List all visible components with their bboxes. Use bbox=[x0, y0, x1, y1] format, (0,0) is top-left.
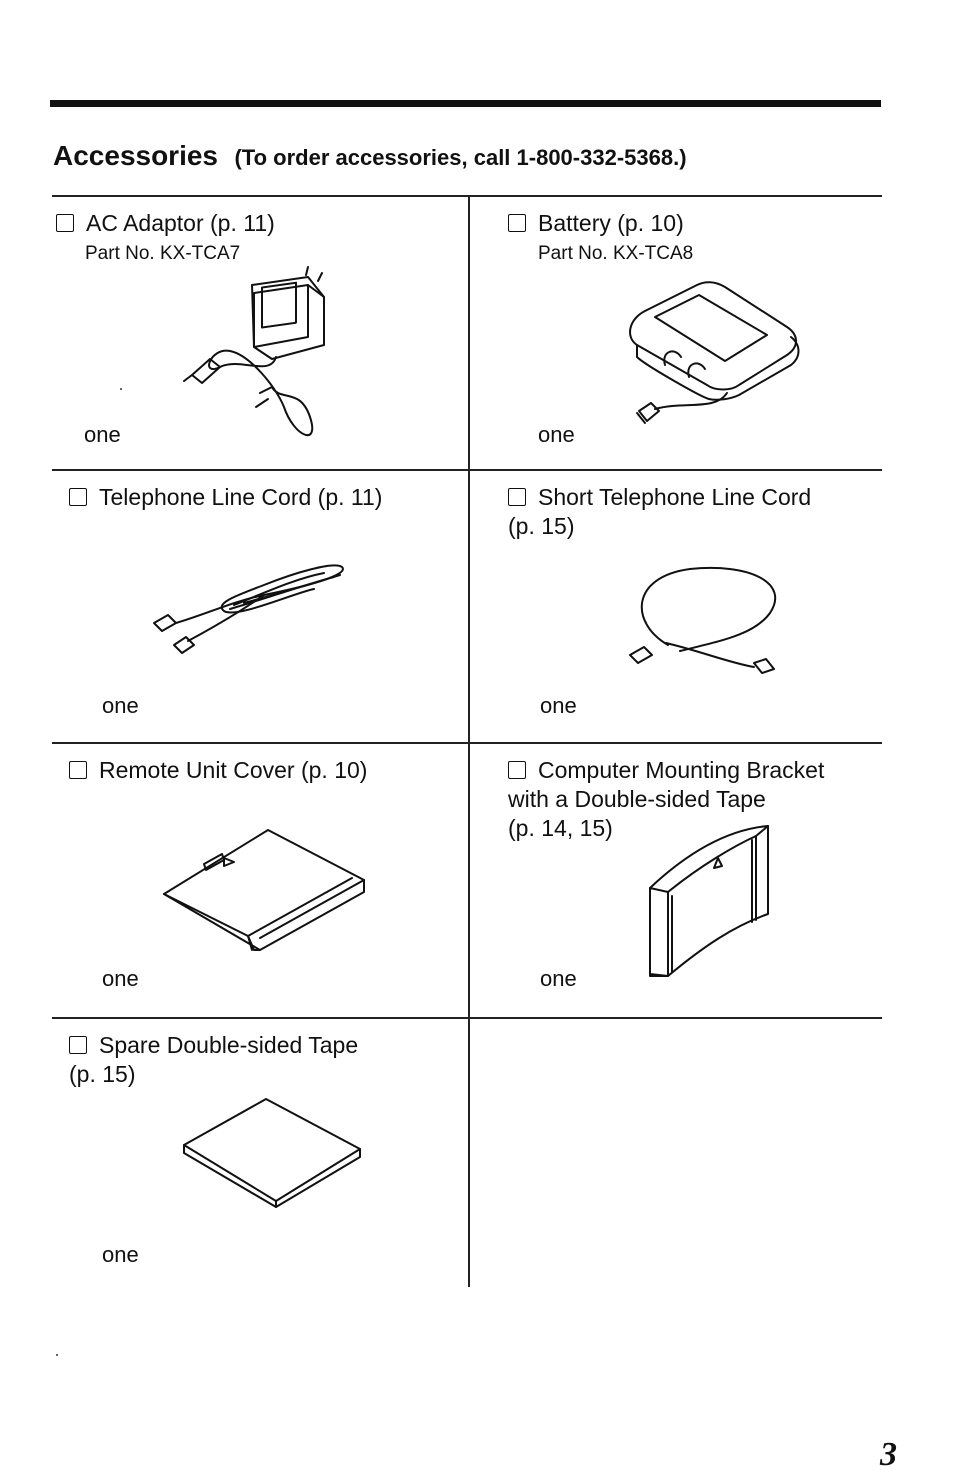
table-column-divider bbox=[468, 195, 470, 1287]
checkbox-icon[interactable] bbox=[69, 761, 87, 779]
item-title: AC Adaptor (p. 11) bbox=[56, 209, 275, 238]
accessories-table: AC Adaptor (p. 11) Part No. KX-TCA7 one … bbox=[52, 195, 882, 1287]
page-title: Accessories bbox=[53, 140, 219, 171]
line-cord-icon bbox=[153, 564, 344, 654]
quantity: one bbox=[102, 693, 139, 718]
accessory-battery: Battery (p. 10) Part No. KX-TCA8 one bbox=[470, 195, 886, 469]
page-number: 3 bbox=[880, 1436, 897, 1473]
accessory-computer-mounting-bracket: Computer Mounting Bracket with a Double-… bbox=[470, 742, 886, 1016]
item-title: Telephone Line Cord (p. 11) bbox=[69, 483, 382, 512]
item-title: Short Telephone Line Cord (p. 15) bbox=[508, 484, 812, 539]
ac-adaptor-icon bbox=[183, 266, 325, 437]
checkbox-icon[interactable] bbox=[69, 488, 87, 506]
part-number: Part No. KX-TCA8 bbox=[538, 243, 694, 264]
checkbox-icon[interactable] bbox=[508, 488, 526, 506]
accessory-telephone-line-cord: Telephone Line Cord (p. 11) one bbox=[52, 469, 468, 743]
item-title: Battery (p. 10) bbox=[508, 209, 684, 238]
item-title: Remote Unit Cover (p. 10) bbox=[69, 756, 367, 785]
accessory-spare-double-sided-tape: Spare Double-sided Tape (p. 15) one bbox=[52, 1017, 468, 1291]
table-rule bbox=[52, 469, 882, 471]
table-rule bbox=[52, 1017, 882, 1019]
item-title: Computer Mounting Bracket with a Double-… bbox=[508, 757, 825, 841]
part-number: Part No. KX-TCA7 bbox=[85, 243, 241, 264]
checkbox-icon[interactable] bbox=[56, 214, 74, 232]
order-note: (To order accessories, call 1-800-332-53… bbox=[234, 145, 687, 170]
accessory-short-telephone-line-cord: Short Telephone Line Cord (p. 15) one bbox=[470, 469, 886, 743]
checkbox-icon[interactable] bbox=[508, 214, 526, 232]
accessory-remote-unit-cover: Remote Unit Cover (p. 10) one bbox=[52, 742, 468, 1016]
table-rule bbox=[52, 195, 882, 197]
quantity: one bbox=[84, 422, 121, 447]
checkbox-icon[interactable] bbox=[69, 1036, 87, 1054]
quantity: one bbox=[102, 966, 139, 991]
item-title: Spare Double-sided Tape (p. 15) bbox=[69, 1032, 359, 1087]
page-heading: Accessories (To order accessories, call … bbox=[53, 140, 687, 172]
double-sided-tape-icon bbox=[183, 1098, 361, 1208]
speck bbox=[120, 388, 122, 390]
quantity: one bbox=[538, 422, 575, 447]
checkbox-icon[interactable] bbox=[508, 761, 526, 779]
table-rule bbox=[52, 742, 882, 744]
quantity: one bbox=[540, 966, 577, 991]
speck bbox=[56, 1354, 58, 1356]
quantity: one bbox=[540, 693, 577, 718]
top-rule bbox=[50, 100, 881, 107]
short-line-cord-icon bbox=[629, 567, 777, 674]
remote-unit-cover-icon bbox=[163, 829, 365, 951]
battery-icon bbox=[629, 281, 800, 424]
mounting-bracket-icon bbox=[649, 825, 769, 977]
accessory-ac-adaptor: AC Adaptor (p. 11) Part No. KX-TCA7 one bbox=[52, 195, 468, 469]
quantity: one bbox=[102, 1242, 139, 1267]
